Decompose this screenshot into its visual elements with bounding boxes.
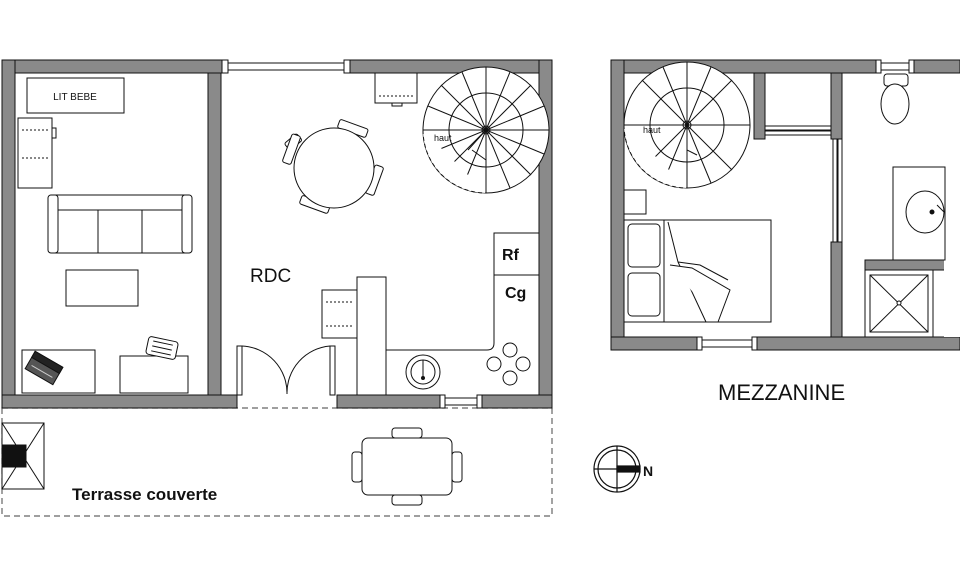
double-door xyxy=(236,345,336,396)
stair-up-label-mezz: haut xyxy=(643,125,661,135)
baby-bed-label: LIT BEBE xyxy=(53,92,97,103)
shower xyxy=(864,269,934,338)
top-window xyxy=(221,59,351,74)
coffee-table xyxy=(65,269,139,307)
spiral-staircase xyxy=(422,66,550,194)
fridge xyxy=(493,232,540,276)
mezz-shelf xyxy=(623,189,647,215)
mezz-spiral-staircase xyxy=(623,61,751,189)
kitchen-sink xyxy=(405,354,441,390)
sliding-door-vertical xyxy=(832,138,843,243)
round-dining-table xyxy=(282,119,384,214)
bottom-window xyxy=(439,394,483,409)
ground-floor: LIT BEBE xyxy=(1,59,553,517)
mezz-window-bottom xyxy=(696,336,758,351)
washbasin xyxy=(892,166,946,261)
cooktop xyxy=(486,342,531,386)
fridge-label: Rf xyxy=(502,247,520,264)
terrace-step xyxy=(1,422,45,490)
mezzanine-floor: haut xyxy=(610,59,960,405)
mezz-bed xyxy=(623,219,772,323)
rdc-walls xyxy=(1,59,553,409)
rdc-label: RDC xyxy=(250,266,291,287)
desk xyxy=(119,336,189,394)
side-cabinet xyxy=(17,117,57,189)
north-arrow xyxy=(593,445,641,493)
north-label: N xyxy=(643,463,653,479)
sliding-door-horizontal xyxy=(764,125,832,136)
baby-bed xyxy=(26,77,125,114)
mezz-window xyxy=(875,59,915,74)
freezer-label: Cg xyxy=(505,285,526,302)
counter-cabinet xyxy=(321,289,358,339)
stair-up-label-rdc: haut xyxy=(434,133,452,143)
sofa xyxy=(47,194,193,254)
tv-stand xyxy=(21,349,96,394)
wall-cabinet xyxy=(374,72,418,107)
mezzanine-label: MEZZANINE xyxy=(718,380,845,405)
terrace-table xyxy=(351,427,463,506)
terrace-label: Terrasse couverte xyxy=(72,485,217,504)
toilet xyxy=(880,73,910,125)
